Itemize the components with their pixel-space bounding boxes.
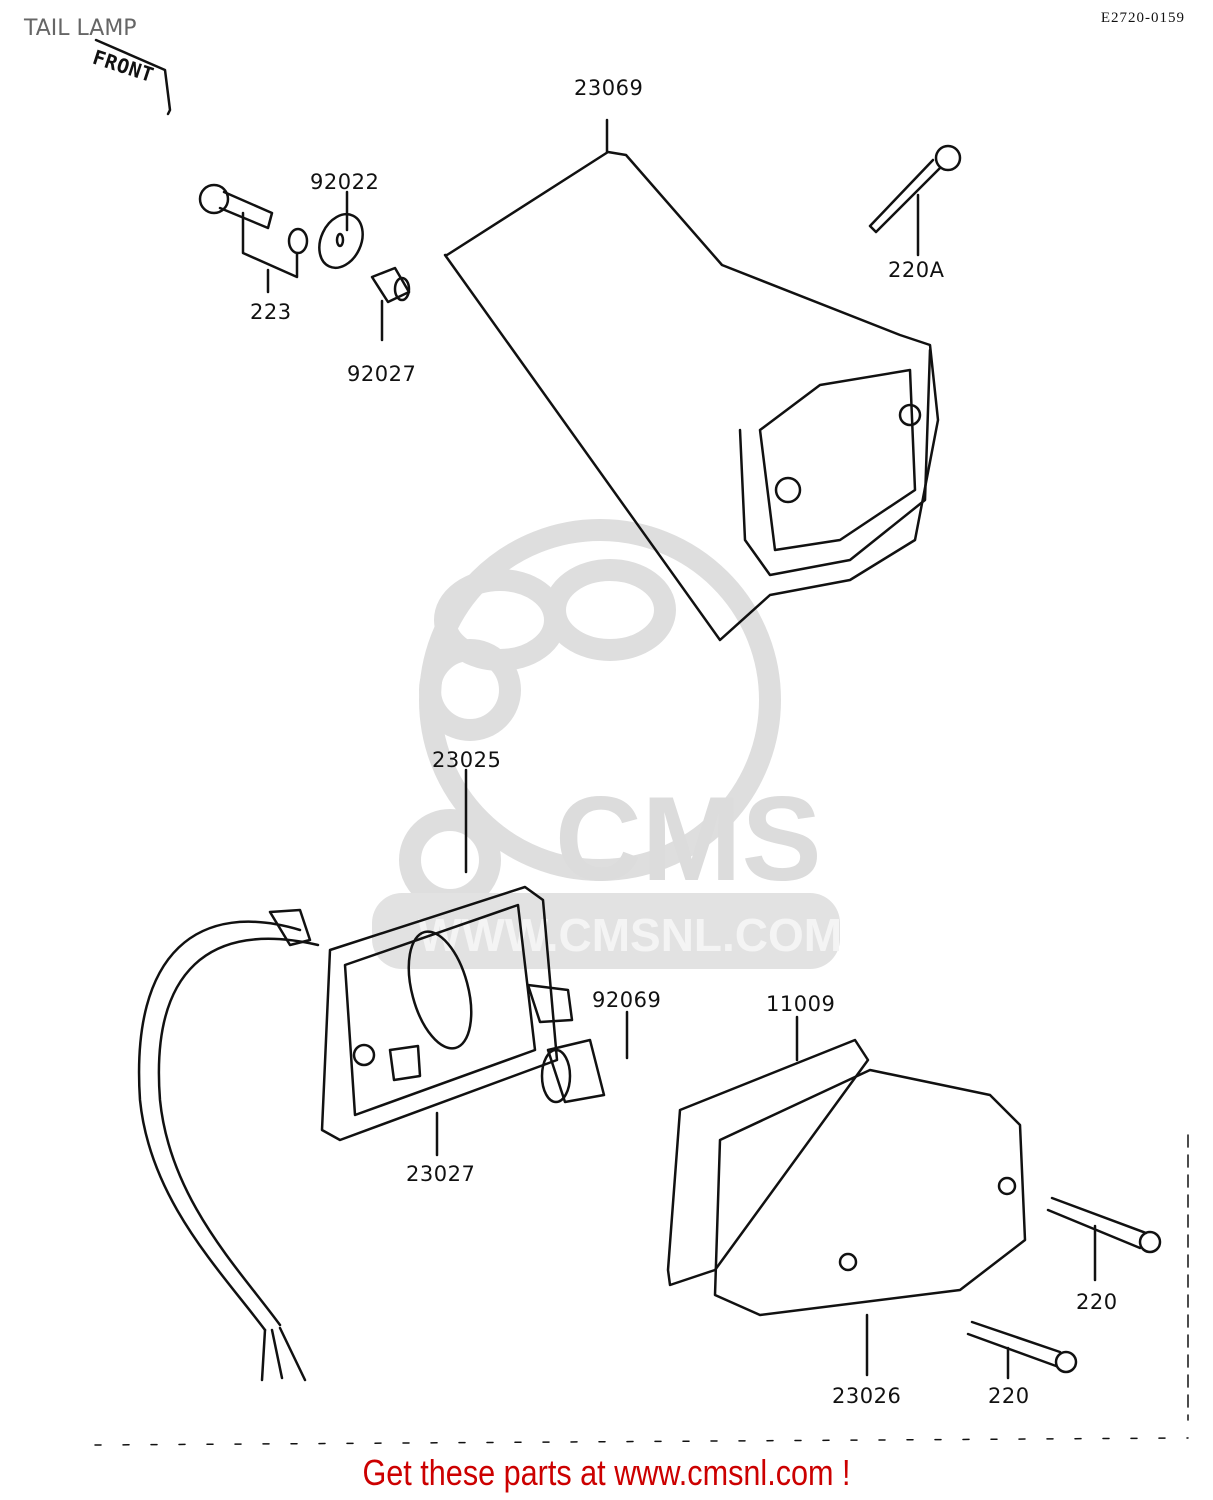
footer-cta-link[interactable]: Get these parts at www.cmsnl.com ! [362, 1452, 851, 1493]
watermark-brand: CMS [555, 772, 822, 906]
diagram-title: TAIL LAMP [24, 16, 137, 41]
part-label-11009[interactable]: 11009 [766, 992, 836, 1016]
part-label-92027[interactable]: 92027 [347, 362, 417, 386]
part-label-92022[interactable]: 92022 [310, 170, 380, 194]
part-label-92069[interactable]: 92069 [592, 988, 662, 1012]
watermark-url: WWW.CMSNL.COM [418, 909, 843, 961]
part-label-23069[interactable]: 23069 [574, 76, 644, 100]
part-label-220a[interactable]: 220A [888, 258, 945, 282]
part-label-23026[interactable]: 23026 [832, 1384, 902, 1408]
part-label-23025[interactable]: 23025 [432, 748, 502, 772]
part-label-220-upper[interactable]: 220 [1076, 1290, 1118, 1314]
part-label-23027[interactable]: 23027 [406, 1162, 476, 1186]
diagram-code: E2720-0159 [1100, 10, 1185, 26]
part-label-220-lower[interactable]: 220 [988, 1384, 1030, 1408]
part-label-223[interactable]: 223 [250, 300, 292, 324]
